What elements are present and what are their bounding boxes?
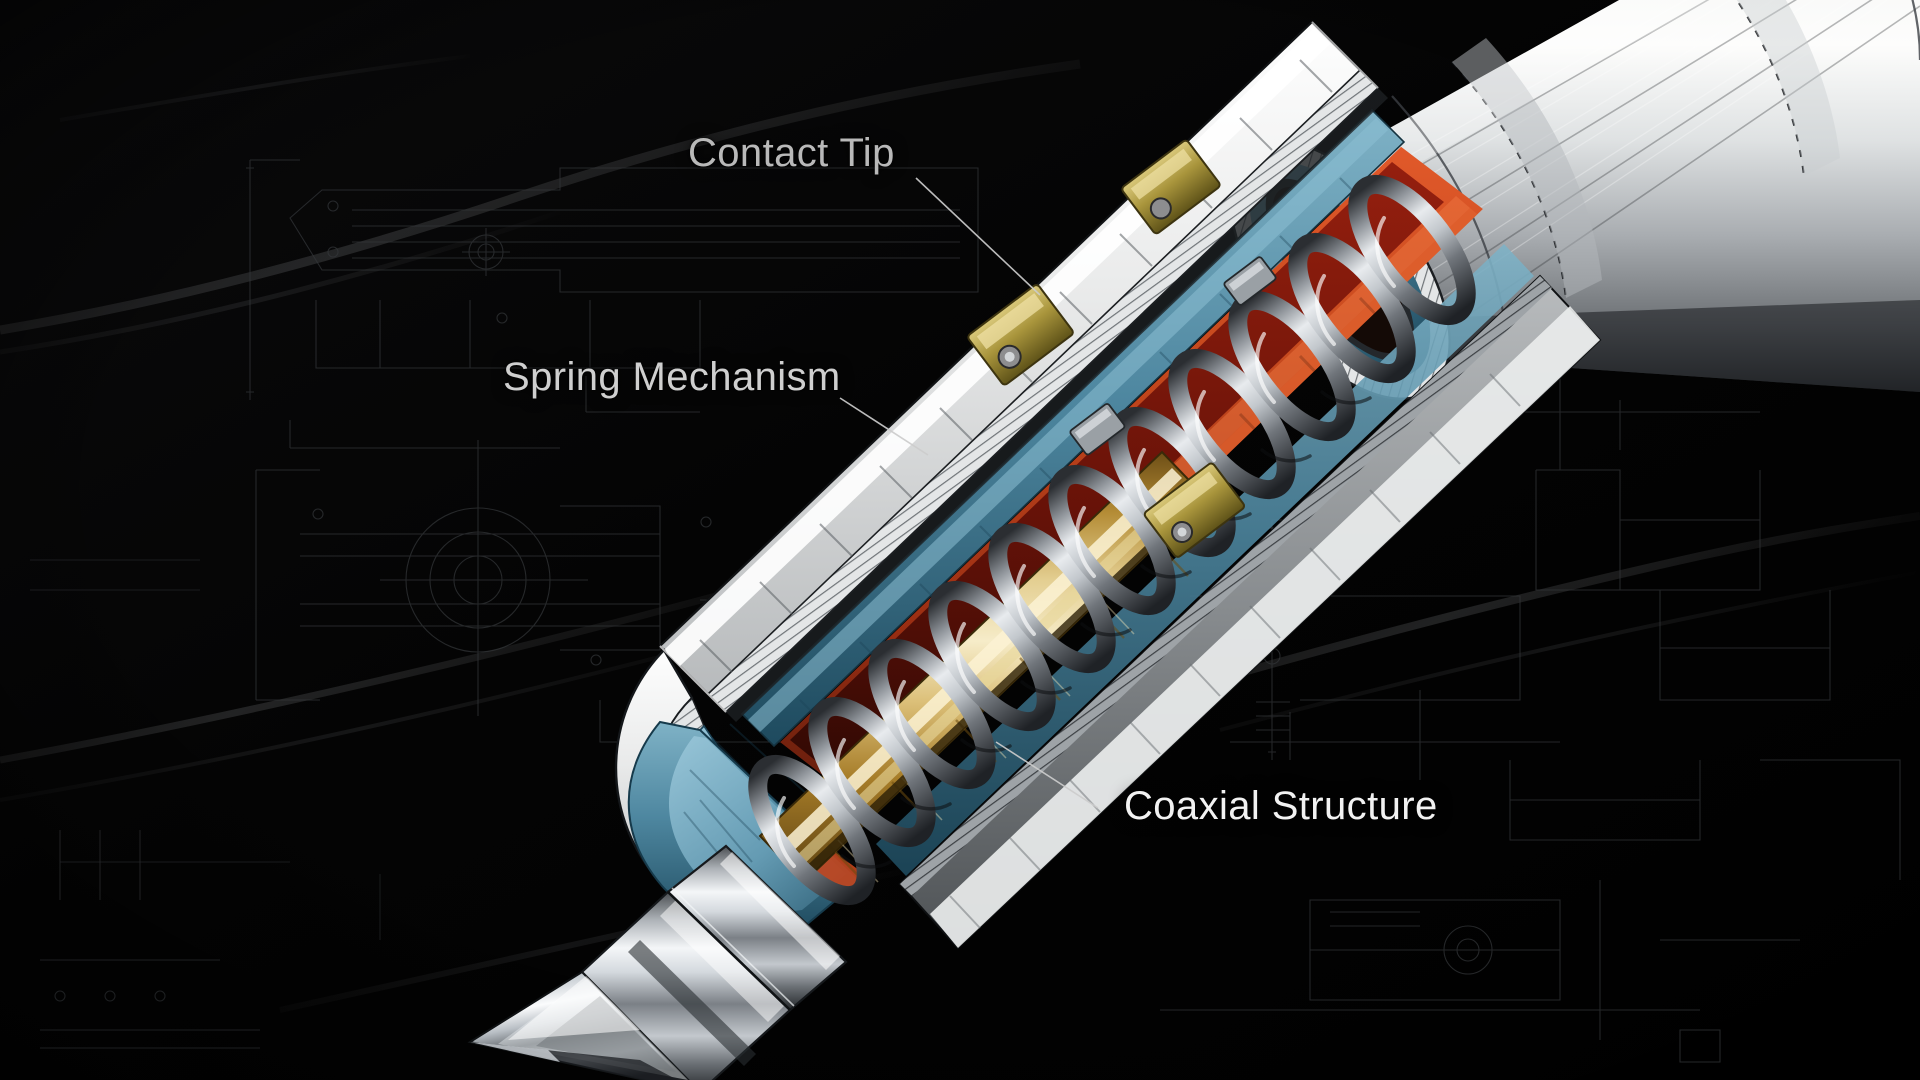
retainer-blocks: [967, 139, 1277, 558]
annotation-label-contact-tip[interactable]: Contact Tip: [688, 131, 895, 175]
leader-line-spring-mechanism: [839, 397, 929, 456]
annotation-label-spring-mechanism[interactable]: Spring Mechanism: [503, 355, 841, 399]
annotation-label-coaxial-structure[interactable]: Coaxial Structure: [1124, 784, 1438, 828]
leader-line-coaxial: [995, 741, 1099, 809]
leader-line-contact-tip: [915, 177, 1041, 296]
contact-tip-assembly: [467, 844, 848, 1080]
outer-shell-cut-lower: [898, 274, 1602, 950]
